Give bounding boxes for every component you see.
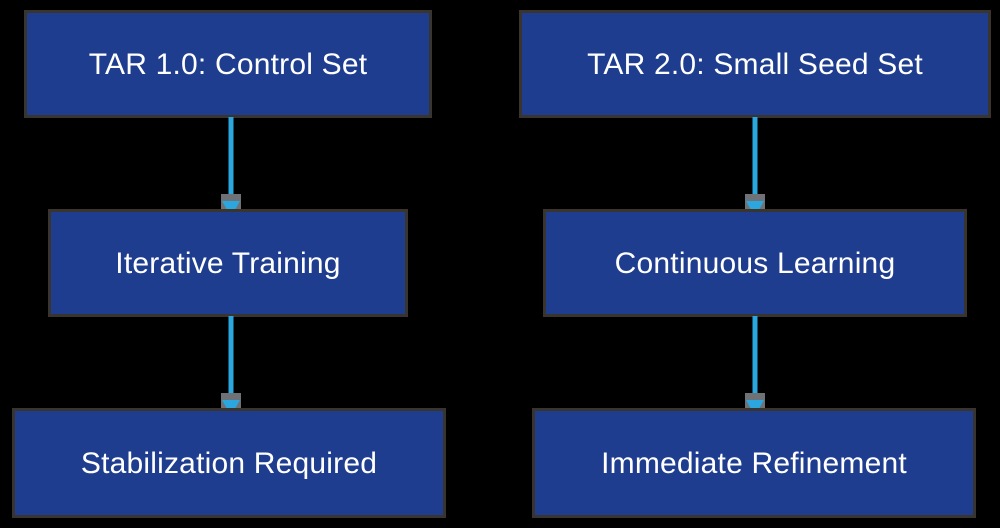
edge-tar1-to-iterative-training bbox=[218, 117, 244, 217]
node-label: TAR 1.0: Control Set bbox=[88, 47, 368, 81]
node-tar-2-small-seed-set[interactable]: TAR 2.0: Small Seed Set bbox=[519, 10, 991, 118]
node-label: TAR 2.0: Small Seed Set bbox=[587, 47, 923, 81]
node-label: Iterative Training bbox=[115, 246, 341, 280]
edge-line bbox=[752, 316, 758, 410]
node-iterative-training[interactable]: Iterative Training bbox=[48, 209, 408, 317]
node-continuous-learning[interactable]: Continuous Learning bbox=[543, 209, 967, 317]
node-label: Immediate Refinement bbox=[601, 446, 907, 480]
node-stabilization-required[interactable]: Stabilization Required bbox=[12, 408, 446, 518]
edge-continuous-learning-to-immediate-refinement bbox=[742, 316, 768, 416]
edge-line bbox=[752, 117, 758, 211]
node-immediate-refinement[interactable]: Immediate Refinement bbox=[532, 408, 976, 518]
edge-line bbox=[228, 316, 234, 410]
node-label: Stabilization Required bbox=[80, 446, 378, 480]
edge-line bbox=[228, 117, 234, 211]
edge-iterative-training-to-stabilization-required bbox=[218, 316, 244, 416]
node-tar-1-control-set[interactable]: TAR 1.0: Control Set bbox=[24, 10, 432, 118]
edge-tar2-to-continuous-learning bbox=[742, 117, 768, 217]
node-label: Continuous Learning bbox=[614, 246, 896, 280]
